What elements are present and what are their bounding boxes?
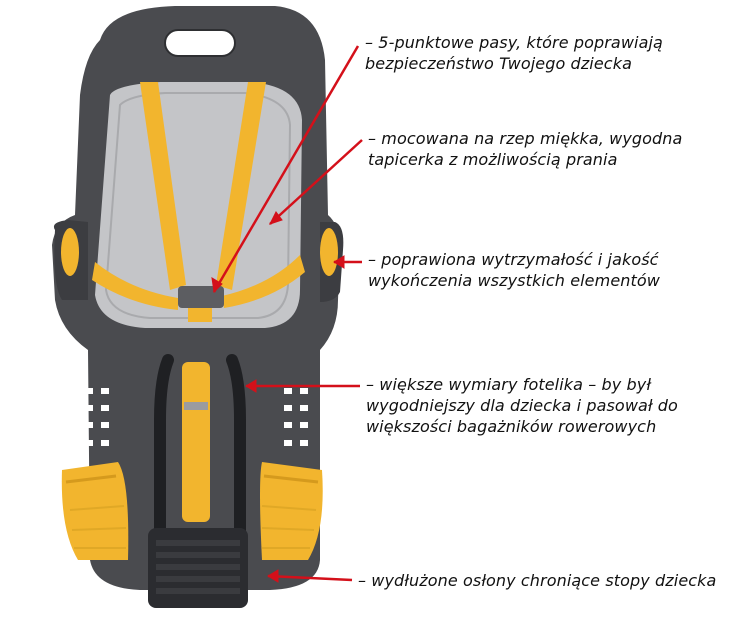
annotation-line: większości bagażników rowerowych [366,417,657,436]
left-shoulder-strap [140,82,186,290]
annotation-line: – 5-punktowe pasy, które poprawiają [365,33,663,52]
left-leg-guard [85,388,109,446]
annotation-dimensions: – większe wymiary fotelika – by był wygo… [366,374,746,437]
right-leg-guard [284,388,308,446]
annotation-harness: – 5-punktowe pasy, które poprawiają bezp… [365,32,745,74]
annotation-line: bezpieczeństwo Twojego dziecka [365,54,632,73]
annotation-foot-guards: – wydłużone osłony chroniące stopy dziec… [358,570,746,591]
left-footrest [61,462,129,560]
annotation-line: wygodniejszy dla dziecka i pasował do [366,396,678,415]
annotation-line: tapicerka z możliwością prania [368,150,618,169]
annotation-line: wykończenia wszystkich elementów [368,271,660,290]
annotation-line: – poprawiona wytrzymałość i jakość [368,250,659,269]
annotation-line: – większe wymiary fotelika – by był [366,375,652,394]
right-footrest [260,462,323,560]
right-shoulder-strap [216,82,266,290]
crotch-strap [182,362,210,522]
arrow-padding [269,139,363,225]
handle-hole [164,29,236,57]
annotation-durability: – poprawiona wytrzymałość i jakość wykoń… [368,249,746,291]
arrow-foot-guards [267,574,353,582]
annotation-line: – mocowana na rzep miękka, wygodna [368,129,683,148]
annotation-line: – wydłużone osłony chroniące stopy dziec… [358,571,717,590]
mount-block [148,528,248,608]
lap-strap [92,262,178,310]
buckle [178,286,224,308]
frame-rail-right [226,354,246,536]
pointer-arrows [211,45,363,583]
right-bumper [320,228,338,276]
frame-rail-left [154,354,174,536]
arrow-straps [212,45,360,293]
annotation-padding: – mocowana na rzep miękka, wygodna tapic… [368,128,746,170]
left-bumper [61,228,79,276]
